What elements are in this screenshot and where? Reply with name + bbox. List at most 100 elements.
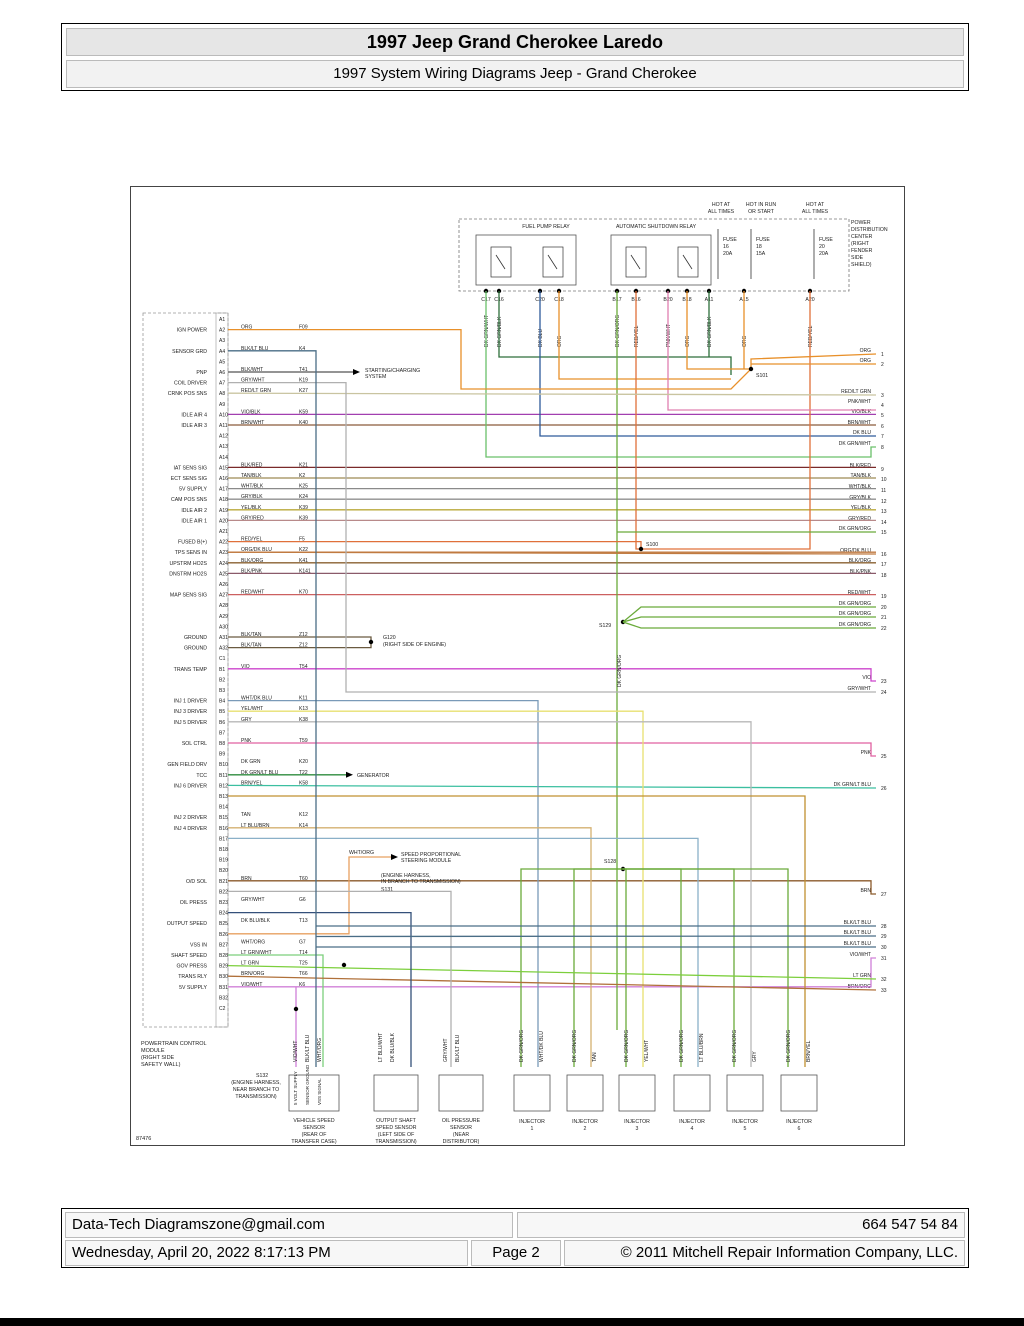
pin-number: B27 (219, 942, 228, 948)
pin-number: A11 (219, 423, 228, 429)
pin-number: A10 (219, 412, 228, 418)
figure-id: 87476 (136, 1136, 151, 1142)
wire-a23-alt (227, 551, 877, 555)
fuse-label: 18 (756, 244, 762, 250)
pin-number: A5 (219, 359, 225, 365)
circuit-id-label: K24 (299, 494, 308, 500)
wire-pdc-c20 (539, 291, 876, 437)
right-wire-label: DK GRN/ORG (839, 526, 871, 532)
right-wire-number: 29 (881, 934, 887, 940)
document-title: 1997 Jeep Grand Cherokee Laredo (66, 28, 964, 56)
splice-s132-dot (293, 1006, 299, 1012)
pin-number: B4 (219, 699, 225, 705)
pin-number: A24 (219, 561, 228, 567)
oss-sensor-wire-label: DK BLU/BLK (390, 1032, 396, 1062)
ops-sensor-wire-label: GRY/WHT (443, 1038, 449, 1062)
injector-number: 6 (798, 1126, 801, 1132)
footer-contact: Data-Tech Diagramszone@gmail.com (65, 1212, 513, 1238)
right-wire-label: ORG/DK BLU (840, 548, 871, 554)
right-wire-label: RED/WHT (848, 590, 871, 596)
pdc-wire-color: RED/YEL (808, 325, 814, 347)
right-wire-label: DK GRN/ORG (839, 611, 871, 617)
pin-function-label: UPSTRM HO2S (170, 561, 208, 567)
injector-number: 3 (636, 1126, 639, 1132)
splice-s128-label: S128 (604, 859, 616, 865)
right-wire-number: 23 (881, 679, 887, 685)
right-wire-label: BLK/LT BLU (844, 941, 872, 947)
wire-color-label: VIO/BLK (241, 409, 261, 415)
pin-function-label: CAM POS SNS (171, 497, 208, 503)
pdc-outline (458, 218, 850, 292)
generator-arrow (346, 771, 353, 778)
right-wire-label: DK GRN/ORG (839, 622, 871, 628)
splice-s129-label: S129 (599, 623, 611, 629)
s132-note: TRANSMISSION) (235, 1094, 276, 1100)
relay-coil-1 (542, 246, 564, 278)
s132-note: (ENGINE HARNESS, (231, 1080, 281, 1086)
pdc-wire-color: ORG (557, 336, 563, 348)
right-wire-label: GRY/BLK (849, 495, 871, 501)
right-wire-number: 18 (881, 573, 887, 579)
pin-function-label: TRANS RLY (178, 974, 207, 980)
wire-a8 (227, 392, 877, 396)
injector-wire-label: DK GRN/ORG (732, 1030, 738, 1062)
circuit-id-label: F5 (299, 537, 305, 543)
s132-note: NEAR BRANCH TO (233, 1087, 279, 1093)
vss-sensor-wire-label: BLK/LT BLU (305, 1034, 311, 1062)
right-wire-number: 12 (881, 499, 887, 505)
circuit-id-label: T14 (299, 950, 308, 956)
fuse-label: FUSE (819, 237, 833, 243)
ops-sensor-label: (NEAR (453, 1132, 469, 1138)
circuit-id-label: K19 (299, 378, 308, 384)
wire-color-label: PNK (241, 738, 252, 744)
circuit-id-label: K58 (299, 780, 308, 786)
pin-number: B30 (219, 974, 228, 980)
vss-sensor-wire-label: WHT/ORG (317, 1038, 323, 1062)
injector-label: INJECTOR (786, 1119, 812, 1125)
splice-s131-dot (341, 962, 347, 968)
pin-function-label: IDLE AIR 4 (181, 412, 207, 418)
right-wire-label: VIO (862, 675, 871, 681)
fuse-label: FUSE (756, 237, 770, 243)
right-wire-label: TAN/BLK (851, 473, 872, 479)
pin-number: C2 (219, 1006, 226, 1012)
pin-function-label: FUSED B(+) (178, 540, 207, 546)
pin-number: B20 (219, 868, 228, 874)
injector-wire-label: BRN/YEL (806, 1040, 812, 1062)
g120-dot (368, 639, 374, 645)
steering-label: SPEED PROPORTIONAL (401, 852, 461, 858)
hot-label: ALL TIMES (708, 209, 735, 215)
circuit-id-label: G6 (299, 897, 306, 903)
right-wire-label: WHT/BLK (849, 484, 872, 490)
right-wire-number: 6 (881, 424, 884, 430)
wire-color-label: BLK/PNK (241, 568, 263, 574)
circuit-id-label: T41 (299, 367, 308, 373)
pin-number: B8 (219, 741, 225, 747)
wire-color-label: WHT/DK BLU (241, 696, 272, 702)
wire-pdc-c18 (558, 291, 731, 380)
wire-color-label: DK GRN (241, 759, 261, 765)
pin-function-label: COIL DRIVER (174, 381, 207, 387)
pin-function-label: GROUND (184, 635, 207, 641)
right-wire-number: 22 (881, 626, 887, 632)
wire-color-label: ORG (241, 325, 253, 331)
circuit-id-label: Z12 (299, 632, 308, 638)
generator-label: GENERATOR (357, 773, 390, 779)
pdc-label: CENTER (851, 234, 873, 240)
wire-color-label: BRN (241, 876, 252, 882)
pin-number: A7 (219, 381, 225, 387)
wire-color-label: DK GRN/LT BLU (241, 770, 279, 776)
starting-label: SYSTEM (365, 374, 386, 380)
wire-a2 (228, 328, 877, 390)
wire-b25 (228, 911, 412, 1067)
circuit-id-label: K6 (299, 982, 305, 988)
pin-function-label: 5V SUPPLY (179, 487, 207, 493)
wire-pdc-b18 (686, 291, 751, 370)
right-wire-number: 5 (881, 413, 884, 419)
pin-number: B29 (219, 964, 228, 970)
vss-sensor-box (288, 1074, 340, 1112)
circuit-id-label: K11 (299, 696, 308, 702)
pin-function-label: IAT SENS SIG (173, 465, 207, 471)
pin-function-label: TPS SENS IN (175, 550, 208, 556)
pin-number: A19 (219, 508, 228, 514)
